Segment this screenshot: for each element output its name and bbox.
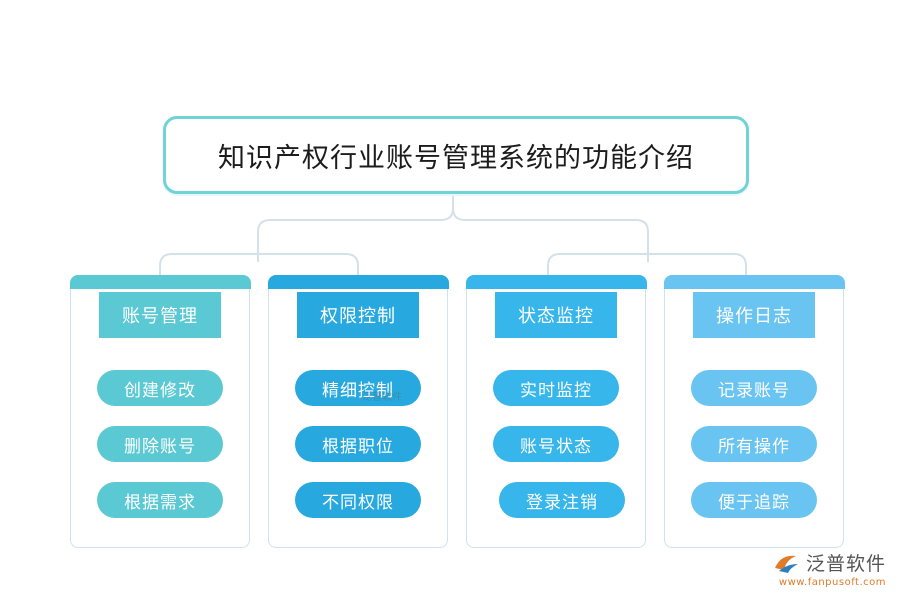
feature-pill: 登录注销: [499, 482, 625, 518]
column-status-monitoring: 状态监控 实时监控 账号状态 登录注销: [465, 274, 647, 548]
column-header: 权限控制: [295, 290, 421, 340]
feature-pill: 根据职位: [295, 426, 421, 462]
brand-logo: 泛普软件 www.fanpusoft.com: [772, 549, 886, 588]
column-top-band: [465, 274, 647, 289]
title-box: 知识产权行业账号管理系统的功能介绍: [163, 116, 749, 194]
connector-left-pair: [159, 253, 359, 275]
watermark-text: 泛普软件: [362, 392, 402, 403]
column-permission-control: 权限控制 精细控制 根据职位 不同权限: [267, 274, 449, 548]
feature-pill: 所有操作: [691, 426, 817, 462]
column-top-band: [663, 274, 845, 289]
feature-pill: 账号状态: [493, 426, 619, 462]
fanpu-logo-icon: [774, 555, 798, 573]
feature-pill: 实时监控: [493, 370, 619, 406]
feature-pill: 不同权限: [295, 482, 421, 518]
column-account-management: 账号管理 创建修改 删除账号 根据需求: [69, 274, 251, 548]
connector-right-branch: [452, 207, 649, 262]
column-header: 账号管理: [97, 290, 223, 340]
feature-pill: 精细控制: [295, 370, 421, 406]
logo-name: 泛普软件: [805, 553, 886, 575]
feature-pill: 删除账号: [97, 426, 223, 462]
column-operation-log: 操作日志 记录账号 所有操作 便于追踪: [663, 274, 845, 548]
column-header: 状态监控: [493, 290, 619, 340]
feature-pill: 创建修改: [97, 370, 223, 406]
logo-url: www.fanpusoft.com: [778, 577, 886, 588]
feature-pill: 记录账号: [691, 370, 817, 406]
column-top-band: [267, 274, 449, 289]
column-header: 操作日志: [691, 290, 817, 340]
connector-left-branch: [257, 190, 454, 262]
feature-pill: 根据需求: [97, 482, 223, 518]
connector-right-pair: [547, 253, 747, 275]
column-top-band: [69, 274, 251, 289]
diagram-title: 知识产权行业账号管理系统的功能介绍: [218, 142, 694, 174]
feature-pill: 便于追踪: [691, 482, 817, 518]
